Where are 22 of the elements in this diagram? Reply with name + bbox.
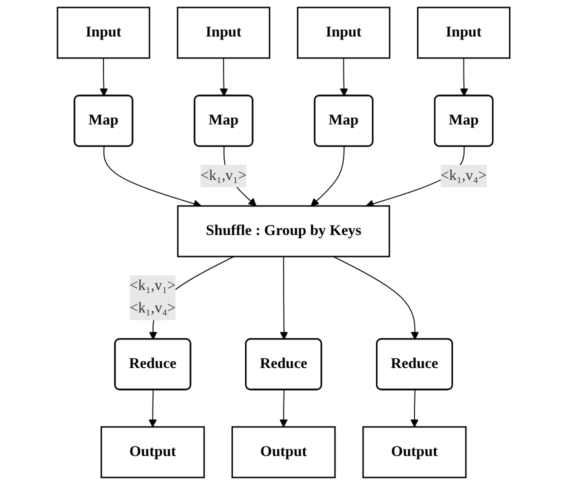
arrow <box>148 389 157 428</box>
edge-label: <k₁,v₁> <box>200 168 246 184</box>
node-box <box>362 426 466 478</box>
arrow <box>280 256 288 340</box>
node-box <box>231 426 336 478</box>
arrow <box>100 58 108 96</box>
arrow <box>460 58 468 96</box>
edge-label: <k₁,v₁> <k₁,v₄> <box>130 278 176 316</box>
node-box <box>56 6 150 59</box>
arrow <box>332 256 419 340</box>
node-box <box>416 6 510 59</box>
arrow <box>220 58 228 96</box>
arrow <box>410 389 418 428</box>
node-box <box>176 6 270 59</box>
node-box <box>296 6 390 59</box>
arrow <box>279 389 288 428</box>
arrow <box>310 146 344 206</box>
arrow <box>340 58 348 96</box>
flowchart-drawing: <k₁,v₁> <k₁,v₄> <k₁,v₁> <k₁,v₄> Input Input Input Input Map Map Map Map Shuffle : Group by Keys Reduce Reduce Reduce Output Output Output <box>50 0 518 485</box>
edge-label: <k₁,v₄> <box>440 168 487 184</box>
node-box <box>100 426 205 478</box>
node-box <box>177 205 390 258</box>
